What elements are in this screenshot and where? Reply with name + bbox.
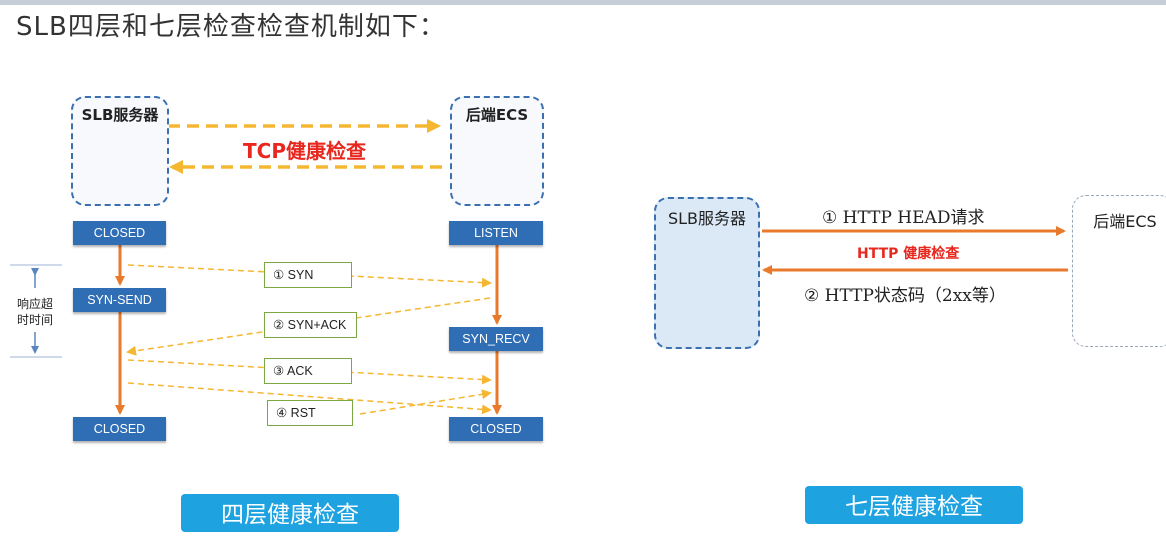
step-syn-ack: ② SYN+ACK <box>264 312 357 338</box>
left-state-syn-send: SYN-SEND <box>73 288 166 312</box>
step-ack: ③ ACK <box>264 358 352 384</box>
step-rst: ④ RST <box>267 400 353 426</box>
tcp-check-label: TCP健康检查 <box>243 139 366 163</box>
rst-return-arrow <box>359 389 492 415</box>
layer4-caption: 四层健康检查 <box>181 494 399 532</box>
left-state-closed-final: CLOSED <box>73 417 166 441</box>
layer7-caption: 七层健康检查 <box>805 486 1023 524</box>
http-head-request-label: ① HTTP HEAD请求 <box>822 208 985 228</box>
rst-arrow <box>127 382 492 415</box>
right-state-syn-recv: SYN_RECV <box>449 327 543 351</box>
http-status-response-label: ② HTTP状态码（2xx等） <box>804 286 1006 306</box>
right-state-listen: LISTEN <box>449 221 543 245</box>
ecs-label: 后端ECS <box>465 106 529 124</box>
left-state-closed: CLOSED <box>73 221 166 245</box>
page-title: SLB四层和七层检查检查机制如下： <box>16 12 446 42</box>
l7-ecs-label: 后端ECS <box>1093 212 1157 231</box>
timeout-label: 响应超 时时间 <box>16 297 53 327</box>
l7-slb-server-label: SLB服务器 <box>667 209 747 228</box>
step-syn: ① SYN <box>264 262 352 288</box>
right-state-closed-final: CLOSED <box>449 417 543 441</box>
slb-server-box <box>71 96 169 206</box>
l7-slb-server-box <box>654 197 760 349</box>
l7-ecs-box <box>1072 195 1166 347</box>
ecs-box <box>450 96 544 206</box>
slb-server-label: SLB服务器 <box>81 106 159 124</box>
timeout-bracket <box>10 264 62 358</box>
top-border <box>0 0 1166 5</box>
http-check-label: HTTP 健康检查 <box>857 246 960 262</box>
